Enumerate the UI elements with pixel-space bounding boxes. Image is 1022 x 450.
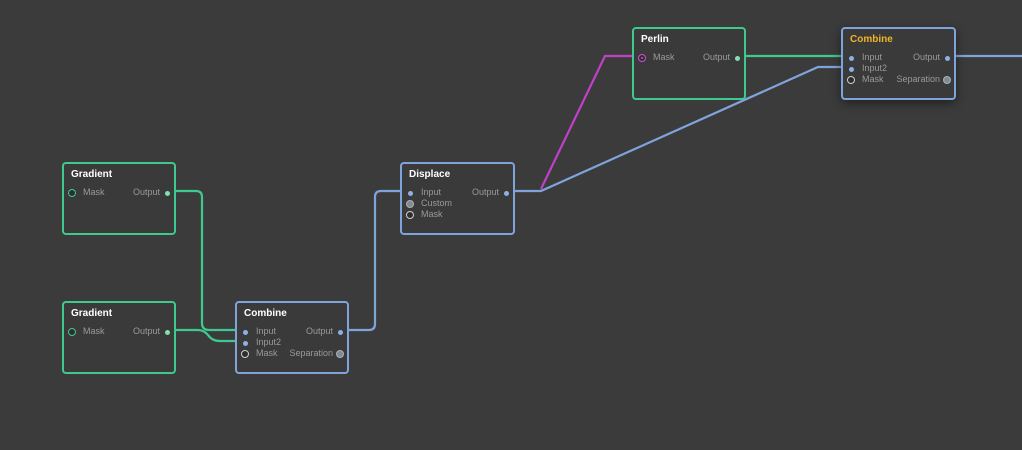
separation-port[interactable] [943,76,951,84]
output-label: Output [305,326,333,336]
input2-port[interactable] [243,341,248,346]
node-combine-2-selected[interactable]: Combine Input Input2 Mask Output Separat… [841,27,956,100]
wire-gradient1-to-combine1-input[interactable] [168,189,243,332]
output-label: Output [132,326,160,336]
node-combine-1[interactable]: Combine Input Input2 Mask Output Separat… [235,301,349,374]
node-title: Combine [244,308,287,319]
output-label: Output [912,52,940,62]
input-label: Input [421,187,442,197]
mask-input-label: Mask [83,326,105,336]
output-port[interactable] [735,56,740,61]
output-label: Output [471,187,499,197]
output-port[interactable] [165,330,170,335]
node-displace[interactable]: Displace Input Custom Mask Output [400,162,515,235]
node-gradient-1[interactable]: Gradient Mask Output [62,162,176,235]
mask-input-port[interactable] [406,211,414,219]
mask-input-port[interactable] [68,328,76,336]
node-title: Gradient [71,308,113,319]
node-title: Perlin [641,34,669,45]
mask-input-label: Mask [653,52,675,62]
mask-input-label: Mask [421,209,443,219]
wire-gradient2-to-combine1-input2[interactable] [168,328,243,343]
wire-combine1-to-displace-input[interactable] [341,189,408,332]
output-port[interactable] [945,56,950,61]
wire-displace-to-perlin-mask[interactable] [540,54,640,190]
node-title: Gradient [71,169,113,180]
custom-input-label: Custom [421,198,453,208]
output-label: Output [132,187,160,197]
separation-label: Separation [289,348,333,358]
output-port[interactable] [165,191,170,196]
node-perlin[interactable]: Perlin Mask Output [632,27,746,100]
input-label: Input [862,52,883,62]
output-port[interactable] [338,330,343,335]
input2-port[interactable] [849,67,854,72]
mask-input-label: Mask [256,348,278,358]
output-label: Output [702,52,730,62]
separation-port[interactable] [336,350,344,358]
node-gradient-2[interactable]: Gradient Mask Output [62,301,176,374]
input-port[interactable] [849,56,854,61]
node-title: Combine [850,34,893,45]
custom-input-port[interactable] [406,200,414,208]
mask-input-port[interactable] [638,54,646,62]
node-title: Displace [409,169,451,180]
wire-displace-to-combine2-input2[interactable] [506,65,849,193]
input-label: Input [256,326,277,336]
mask-input-port[interactable] [68,189,76,197]
input2-label: Input2 [256,337,282,347]
mask-input-label: Mask [862,74,884,84]
mask-input-port[interactable] [241,350,249,358]
input-port[interactable] [408,191,413,196]
mask-input-port[interactable] [847,76,855,84]
input-port[interactable] [243,330,248,335]
input2-label: Input2 [862,63,888,73]
separation-label: Separation [896,74,940,84]
output-port[interactable] [504,191,509,196]
mask-input-label: Mask [83,187,105,197]
